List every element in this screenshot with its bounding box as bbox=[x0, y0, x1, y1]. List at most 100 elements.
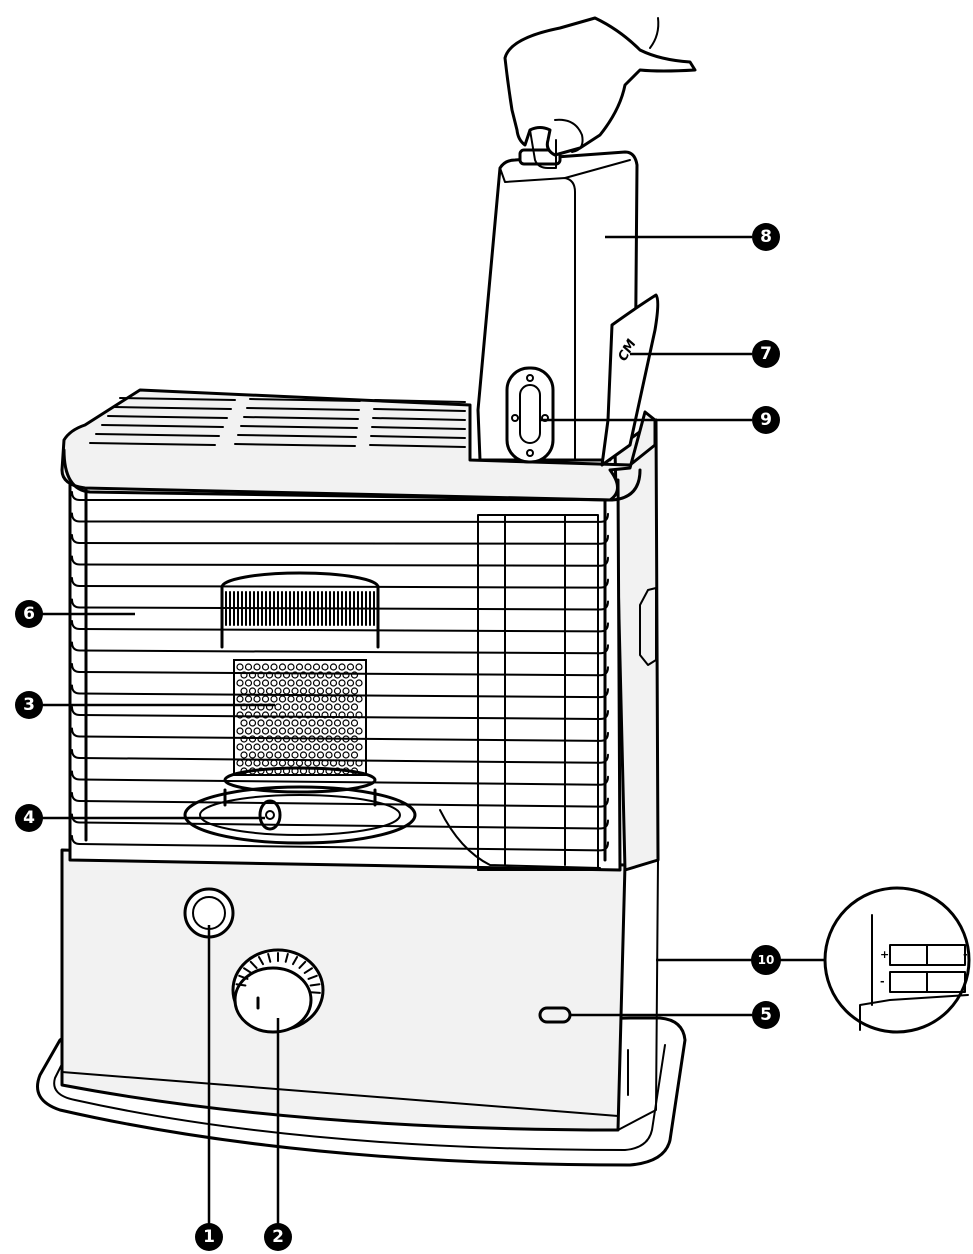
knob-tick bbox=[238, 974, 249, 980]
knob-tick bbox=[303, 967, 313, 974]
leader-lines bbox=[42, 235, 825, 1225]
callout-10-number: 10 bbox=[758, 953, 775, 967]
callout-9-number: 9 bbox=[760, 410, 772, 430]
battery-inset: + - - bbox=[823, 886, 971, 1034]
perforation-hole bbox=[282, 751, 291, 759]
callout-3-number: 3 bbox=[23, 695, 35, 715]
perforation-hole bbox=[282, 719, 291, 727]
perforation-hole bbox=[253, 679, 261, 687]
perforation-hole bbox=[312, 663, 321, 671]
perforation-hole bbox=[308, 751, 316, 759]
vent-slot bbox=[249, 398, 361, 402]
perforation-hole bbox=[295, 743, 304, 751]
grill-bars bbox=[71, 491, 609, 852]
perforation-hole bbox=[291, 703, 299, 711]
perforation-hole bbox=[270, 743, 278, 751]
perforation-hole bbox=[325, 751, 333, 759]
knob-tick bbox=[249, 960, 258, 969]
perforation-hole bbox=[312, 743, 321, 751]
perforation-hole bbox=[261, 679, 270, 687]
perforation-hole bbox=[333, 687, 342, 695]
perforation-hole bbox=[312, 711, 321, 719]
perforation-hole bbox=[355, 679, 363, 687]
perforation-hole bbox=[253, 743, 261, 751]
vent-slot bbox=[107, 415, 228, 419]
perforation-hole bbox=[274, 671, 282, 679]
perforation-hole bbox=[261, 743, 270, 751]
perforation-hole bbox=[236, 727, 244, 735]
battery-minus-label: - bbox=[880, 975, 885, 988]
perforation-hole bbox=[304, 711, 312, 719]
perforation-hole bbox=[278, 711, 287, 719]
perforation-hole bbox=[236, 695, 244, 703]
perforation-hole bbox=[346, 743, 355, 751]
vent-slot bbox=[243, 416, 359, 420]
grill-bar bbox=[71, 835, 609, 852]
grill-bar bbox=[71, 706, 609, 720]
perforation-hole bbox=[295, 711, 304, 719]
perforation-hole bbox=[270, 663, 278, 671]
perforation-hole bbox=[321, 679, 329, 687]
perforation-hole bbox=[278, 663, 287, 671]
callout-7: 7 bbox=[752, 340, 780, 368]
perforation-hole bbox=[274, 751, 282, 759]
vent-slot bbox=[240, 425, 358, 429]
perforation-hole bbox=[261, 695, 270, 703]
perforation-hole bbox=[295, 679, 304, 687]
callout-4: 4 bbox=[15, 804, 43, 832]
knob-tick bbox=[257, 956, 265, 966]
perforation-hole bbox=[282, 703, 291, 711]
perforation-hole bbox=[244, 679, 253, 687]
vent-slot bbox=[369, 444, 466, 448]
lower-housing bbox=[60, 848, 659, 1132]
perforation-hole bbox=[270, 711, 278, 719]
perforation-hole bbox=[278, 727, 287, 735]
perforation-hole bbox=[236, 743, 244, 751]
grill-bar bbox=[71, 577, 609, 589]
perforation-hole bbox=[236, 663, 244, 671]
perforation-hole bbox=[312, 727, 321, 735]
perforation-hole bbox=[342, 751, 350, 759]
perforation-hole bbox=[244, 727, 253, 735]
vent-slot bbox=[234, 443, 356, 447]
hand bbox=[503, 16, 697, 169]
grill-bar bbox=[71, 684, 609, 699]
perforation-hole bbox=[257, 751, 265, 759]
perforation-hole bbox=[261, 663, 270, 671]
perforation-hole bbox=[287, 711, 295, 719]
perforation-hole bbox=[240, 735, 248, 743]
grill-bar bbox=[71, 641, 609, 655]
knob-tick bbox=[291, 956, 299, 966]
perforation-hole bbox=[329, 743, 338, 751]
perforation-hole bbox=[350, 687, 359, 695]
perforation-hole bbox=[253, 711, 261, 719]
perforation-hole bbox=[342, 687, 350, 695]
vent-slot bbox=[374, 399, 466, 403]
perforation-hole bbox=[316, 671, 325, 679]
knob-tick bbox=[243, 967, 253, 974]
perforation-hole bbox=[299, 703, 308, 711]
perforation-hole bbox=[333, 671, 342, 679]
callout-2: 2 bbox=[264, 1223, 292, 1251]
perforation-hole bbox=[325, 687, 333, 695]
perforation-hole bbox=[270, 679, 278, 687]
vent-slot bbox=[246, 407, 360, 411]
perforation-hole bbox=[329, 727, 338, 735]
callout-8: 8 bbox=[752, 223, 780, 251]
perforation-hole bbox=[244, 743, 253, 751]
perforation-hole bbox=[291, 751, 299, 759]
callout-3: 3 bbox=[15, 691, 43, 719]
perforation-hole bbox=[355, 743, 363, 751]
perforation-hole bbox=[321, 727, 329, 735]
perforation-hole bbox=[308, 719, 316, 727]
perforation-hole bbox=[291, 671, 299, 679]
callout-10: 10 bbox=[751, 945, 781, 975]
perforation-hole bbox=[265, 751, 274, 759]
vent-slot bbox=[237, 434, 357, 438]
perforation-hole bbox=[282, 671, 291, 679]
perforation-hole bbox=[253, 663, 261, 671]
vent-slot bbox=[372, 417, 466, 421]
perforation-hole bbox=[350, 751, 359, 759]
perforation-hole bbox=[257, 719, 265, 727]
